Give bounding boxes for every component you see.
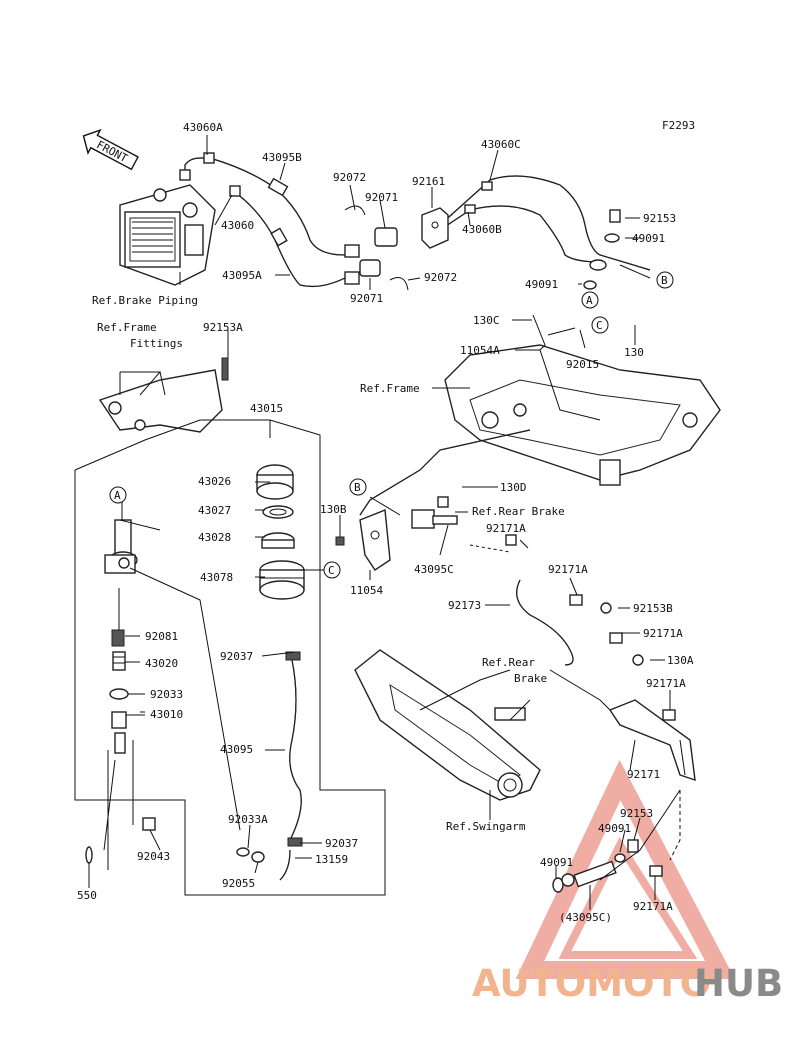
label-130: 130 bbox=[624, 346, 644, 359]
label-13159: 13159 bbox=[315, 853, 348, 866]
label-92071-top: 92071 bbox=[365, 191, 398, 204]
label-92161: 92161 bbox=[412, 175, 445, 188]
svg-text:A: A bbox=[586, 294, 593, 307]
label-92037-top: 92037 bbox=[220, 650, 253, 663]
label-ref-brake-piping: Ref.Brake Piping bbox=[92, 294, 198, 307]
callout-a-top: A bbox=[581, 291, 599, 309]
label-92037-bottom: 92037 bbox=[325, 837, 358, 850]
label-ref-frame-fittings-2: Fittings bbox=[130, 337, 183, 350]
label-43095C-paren: (43095C) bbox=[559, 911, 612, 924]
label-92055: 92055 bbox=[222, 877, 255, 890]
callout-c-mid: C bbox=[323, 561, 341, 579]
label-43060: 43060 bbox=[221, 219, 254, 232]
label-ref-rear-brake-2a: Ref.Rear bbox=[482, 656, 535, 669]
label-11054A: 11054A bbox=[460, 344, 500, 357]
part-labels: 43060A 43095B 92072 92161 43060C 92071 4… bbox=[77, 121, 694, 924]
label-ref-frame: Ref.Frame bbox=[360, 382, 420, 395]
callout-b-mid: B bbox=[349, 478, 367, 496]
label-92171A-5: 92171A bbox=[633, 900, 673, 913]
watermark-text: AUTOMOTO HUB bbox=[472, 962, 783, 1005]
label-92153-bottom: 92153 bbox=[620, 807, 653, 820]
label-92072-top: 92072 bbox=[333, 171, 366, 184]
svg-text:C: C bbox=[596, 319, 603, 332]
label-92015: 92015 bbox=[566, 358, 599, 371]
label-92033: 92033 bbox=[150, 688, 183, 701]
label-130D: 130D bbox=[500, 481, 527, 494]
label-130C: 130C bbox=[473, 314, 500, 327]
reservoir-group bbox=[236, 464, 305, 881]
label-43027: 43027 bbox=[198, 504, 231, 517]
label-43078: 43078 bbox=[200, 571, 233, 584]
label-ref-rear-brake-1: Ref.Rear Brake bbox=[472, 505, 565, 518]
label-92153A: 92153A bbox=[203, 321, 243, 334]
label-43095: 43095 bbox=[220, 743, 253, 756]
master-cylinder bbox=[85, 519, 156, 864]
watermark-part1: AUTOMOTO bbox=[472, 962, 711, 1005]
figure-code: F2293 bbox=[662, 119, 695, 132]
label-ref-swingarm: Ref.Swingarm bbox=[446, 820, 526, 833]
label-ref-frame-fittings-1: Ref.Frame bbox=[97, 321, 157, 334]
label-43060B: 43060B bbox=[462, 223, 502, 236]
label-92043: 92043 bbox=[137, 850, 170, 863]
front-label: FRONT bbox=[94, 138, 130, 165]
label-92171A-4: 92171A bbox=[646, 677, 686, 690]
label-49091-bottom-left: 49091 bbox=[540, 856, 573, 869]
label-550: 550 bbox=[77, 889, 97, 902]
label-92171A-3: 92171A bbox=[643, 627, 683, 640]
callout-c-top: C bbox=[591, 316, 609, 334]
label-49091-mid: 49091 bbox=[525, 278, 558, 291]
svg-text:B: B bbox=[354, 481, 361, 494]
label-92171: 92171 bbox=[627, 768, 660, 781]
label-43010: 43010 bbox=[150, 708, 183, 721]
label-92173: 92173 bbox=[448, 599, 481, 612]
label-43060C: 43060C bbox=[481, 138, 521, 151]
label-92153-top: 92153 bbox=[643, 212, 676, 225]
label-43020: 43020 bbox=[145, 657, 178, 670]
svg-text:C: C bbox=[328, 564, 335, 577]
frame-fittings bbox=[98, 357, 229, 433]
label-49091-bottom-right: 49091 bbox=[598, 822, 631, 835]
label-11054: 11054 bbox=[350, 584, 383, 597]
svg-text:A: A bbox=[114, 489, 121, 502]
front-arrow-icon: FRONT bbox=[82, 128, 139, 171]
label-92033A: 92033A bbox=[228, 813, 268, 826]
label-92153B: 92153B bbox=[633, 602, 673, 615]
label-43028: 43028 bbox=[198, 531, 231, 544]
label-92171A-1: 92171A bbox=[486, 522, 526, 535]
label-92171A-2: 92171A bbox=[548, 563, 588, 576]
label-43015: 43015 bbox=[250, 402, 283, 415]
callout-a-left: A bbox=[109, 486, 127, 504]
frame-assembly bbox=[444, 344, 721, 486]
callout-b-top: B bbox=[656, 271, 674, 289]
label-ref-rear-brake-2b: Brake bbox=[514, 672, 547, 685]
label-43095A: 43095A bbox=[222, 269, 262, 282]
brake-hoses-top bbox=[179, 152, 651, 291]
label-43060A: 43060A bbox=[183, 121, 223, 134]
label-130A: 130A bbox=[667, 654, 694, 667]
label-43095C: 43095C bbox=[414, 563, 454, 576]
label-92072-bottom: 92072 bbox=[424, 271, 457, 284]
rear-brake-pipe bbox=[335, 429, 531, 571]
label-92081: 92081 bbox=[145, 630, 178, 643]
svg-text:B: B bbox=[661, 274, 668, 287]
label-43095B: 43095B bbox=[262, 151, 302, 164]
swingarm bbox=[354, 649, 541, 801]
label-49091-top: 49091 bbox=[632, 232, 665, 245]
label-43026: 43026 bbox=[198, 475, 231, 488]
abs-hydraulic-unit bbox=[119, 184, 216, 286]
leader-lines bbox=[74, 135, 681, 910]
label-92071-bottom: 92071 bbox=[350, 292, 383, 305]
rear-brake-pedal bbox=[505, 534, 696, 893]
label-130B: 130B bbox=[320, 503, 347, 516]
watermark-part2: HUB bbox=[694, 962, 783, 1005]
